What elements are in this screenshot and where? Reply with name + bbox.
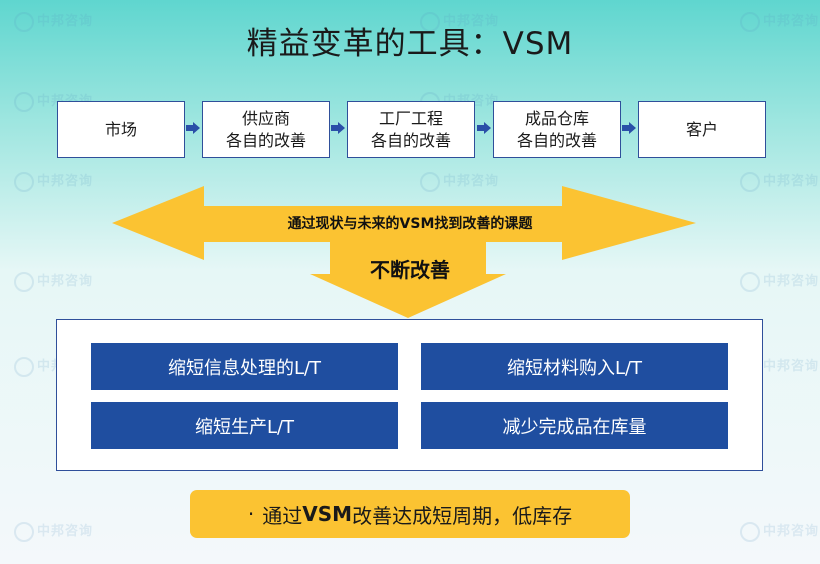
improvement-arrow-icon <box>112 186 696 318</box>
result-label: 减少完成品在库量 <box>502 416 647 438</box>
summary-prefix: 通过 <box>262 503 303 528</box>
page-title: 精益变革的工具：VSM <box>246 26 574 62</box>
watermark: 中邦咨询 <box>740 10 819 32</box>
summary-callout: · 通过 VSM 改善达成短周期，低库存 <box>190 490 630 538</box>
watermark: 中邦咨询 <box>14 520 93 542</box>
result-production-lt: 缩短生产L/T <box>91 402 398 449</box>
bullet: · <box>247 502 255 526</box>
watermark: 中邦咨询 <box>14 170 93 192</box>
flow-step-market: 市场 <box>57 101 185 158</box>
flow-step-warehouse: 成品仓库 各自的改善 <box>493 101 621 158</box>
summary-suffix: 改善达成短周期，低库存 <box>352 503 573 528</box>
flow-arrow-icon <box>331 122 345 134</box>
result-material-lt: 缩短材料购入L/T <box>421 343 728 390</box>
results-panel: 缩短信息处理的L/T 缩短材料购入L/T 缩短生产L/T 减少完成品在库量 <box>56 319 763 471</box>
flow-step-customer: 客户 <box>638 101 766 158</box>
result-label: 缩短生产L/T <box>194 416 295 438</box>
flow-arrow-icon <box>477 122 491 134</box>
result-inventory: 减少完成品在库量 <box>421 402 728 449</box>
result-label: 缩短信息处理的L/T <box>167 357 322 379</box>
watermark: 中邦咨询 <box>740 520 819 542</box>
flow-step-label: 市场 <box>104 119 137 139</box>
watermark: 中邦咨询 <box>740 170 819 192</box>
flow-step-label: 工厂工程 <box>378 108 443 128</box>
flow-step-supplier: 供应商 各自的改善 <box>202 101 330 158</box>
result-info-lt: 缩短信息处理的L/T <box>91 343 398 390</box>
flow-step-label: 客户 <box>685 119 718 139</box>
summary-emphasis: VSM <box>302 502 353 526</box>
flow-arrow-icon <box>622 122 636 134</box>
watermark: 中邦咨询 <box>740 270 819 292</box>
watermark: 中邦咨询 <box>420 170 499 192</box>
flow-step-sublabel: 各自的改善 <box>516 130 597 150</box>
flow-step-factory: 工厂工程 各自的改善 <box>347 101 475 158</box>
flow-step-sublabel: 各自的改善 <box>370 130 451 150</box>
flow-arrow-icon <box>186 122 200 134</box>
watermark: 中邦咨询 <box>420 10 499 32</box>
banner-text: 通过现状与未来的VSM找到改善的课题 <box>287 216 533 232</box>
flow-step-label: 供应商 <box>241 108 290 128</box>
continuous-improvement-label: 不断改善 <box>370 258 450 282</box>
result-label: 缩短材料购入L/T <box>506 357 643 379</box>
flow-step-sublabel: 各自的改善 <box>225 130 306 150</box>
watermark: 中邦咨询 <box>14 270 93 292</box>
watermark: 中邦咨询 <box>14 10 93 32</box>
flow-step-label: 成品仓库 <box>524 108 589 128</box>
